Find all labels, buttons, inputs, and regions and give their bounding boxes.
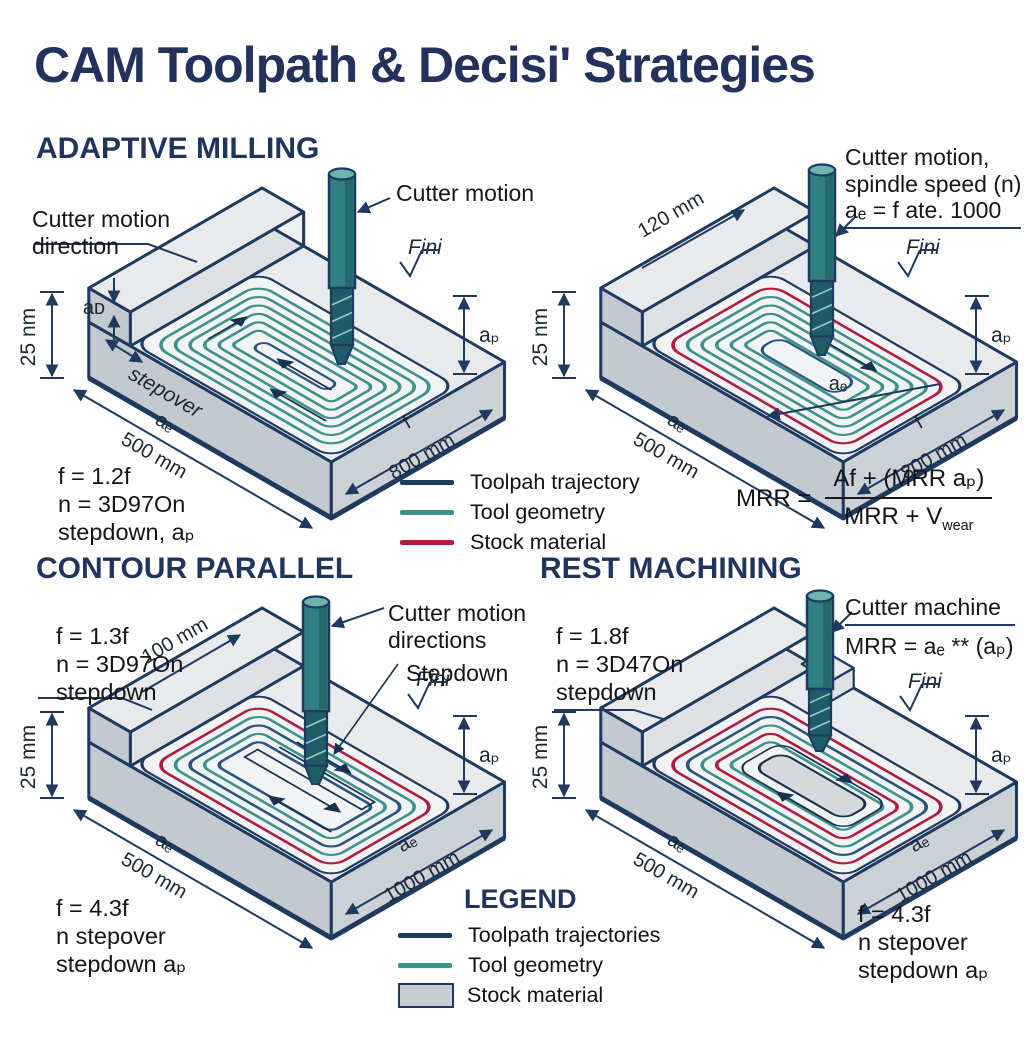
end-mill-cutter-icon xyxy=(301,595,331,785)
param-line: n = 3D97On xyxy=(56,651,184,678)
params-rest-bottom: f = 4.3f n stepover stepdown aₚ xyxy=(858,900,988,985)
label-cutter-motion-direction: Cutter motion direction xyxy=(32,206,170,259)
legend-label: Stock material xyxy=(467,983,604,1007)
formula-mrr: MRR = Af + (MRR aₚ) MRR + Vwear xyxy=(736,464,993,534)
infographic-canvas: CAM Toolpath & Decisi' Strategies ADAPTI… xyxy=(0,18,1024,1042)
label-cutter-motion-directions: Cutter motion directions xyxy=(388,600,526,653)
label-line: Cutter motion xyxy=(388,600,527,626)
formula-denominator: MRR + Vwear xyxy=(844,499,973,534)
stock-line-swatch xyxy=(400,540,454,545)
param-line: stepdown, aₚ xyxy=(58,519,195,546)
stock-ledge xyxy=(599,606,855,768)
depth-of-cut-label: aₚ xyxy=(991,744,1012,767)
params-contour-top: f = 1.3f n = 3D97On stepdown xyxy=(56,622,183,707)
params-adaptive: f = 1.2f n = 3D97On stepdown, aₚ xyxy=(58,462,195,547)
heading-contour-parallel: CONTOUR PARALLEL xyxy=(36,552,354,585)
legend-item-toolpath: Toolpah trajectory xyxy=(400,470,640,495)
mrr-formula-small: MRR = aₑ ** (aₚ) xyxy=(845,632,1014,659)
param-line: n stepover xyxy=(858,929,968,956)
param-line: f = 1.8f xyxy=(556,623,629,649)
tool-geometry-line-swatch xyxy=(398,963,452,968)
param-line: f = 1.3f xyxy=(56,623,129,649)
legend-mid: Toolpah trajectory Tool geometry Stock m… xyxy=(400,470,640,560)
legend-item-tool-geometry: Tool geometry xyxy=(400,500,640,525)
stock-material-swatch xyxy=(398,983,454,1008)
legend-item-stock: Stock material xyxy=(400,530,640,555)
label-stepdown: Stepdown xyxy=(406,660,508,687)
params-contour-bottom: f = 4.3f n stepover stepdown aₚ xyxy=(56,894,186,979)
param-line: stepdown aₚ xyxy=(56,951,187,978)
param-line: f = 4.3f xyxy=(858,901,931,927)
label-line: aₑ = f ate. 1000 xyxy=(845,197,1022,230)
label-cutter-motion-text: Cutter motion xyxy=(396,180,535,206)
legend-item-tool-geometry: Tool geometry xyxy=(398,953,660,978)
param-line: f = 1.2f xyxy=(58,463,131,489)
heading-rest-machining: REST MACHINING xyxy=(540,552,802,585)
legend-label: Toolpah trajectory xyxy=(470,470,640,494)
param-line: stepdown xyxy=(556,679,657,706)
depth-of-cut-label: aₚ xyxy=(991,324,1012,347)
heading-adaptive-milling: ADAPTIVE MILLING xyxy=(36,132,320,165)
label-line: Cutter motion, xyxy=(845,144,990,170)
label-line: direction xyxy=(32,232,119,259)
height-dimension-label: 25 mm xyxy=(529,725,552,789)
legend-title: LEGEND xyxy=(464,884,577,914)
height-dimension-label: 25 nm xyxy=(529,308,552,366)
label-cutter-motion-spindle: Cutter motion, spindle speed (n) aₑ = f … xyxy=(845,144,1022,230)
page-title: CAM Toolpath & Decisi' Strategies xyxy=(34,37,816,93)
param-line: n = 3D47On xyxy=(556,651,684,678)
end-mill-cutter-icon xyxy=(805,589,835,752)
param-line: f = 4.3f xyxy=(56,895,129,921)
finish-symbol-label: Fini xyxy=(408,236,443,259)
formula-denominator-sub: wear xyxy=(942,517,974,534)
finish-symbol-label: Fini xyxy=(908,670,943,693)
formula-lhs: MRR = xyxy=(736,484,812,512)
label-cutter-motion: Cutter motion xyxy=(396,180,534,207)
label-cutter-machine: Cutter machine MRR = aₑ ** (aₚ) xyxy=(845,594,1015,659)
legend-label: Stock material xyxy=(470,530,607,554)
depth-of-cut-label: aₚ xyxy=(479,744,500,767)
formula-numerator: Af + (MRR aₚ) xyxy=(825,464,993,499)
inner-ae-label: aₑ xyxy=(829,373,848,395)
finish-symbol-label: Fini xyxy=(906,236,941,259)
height-dimension-label: 25 mm xyxy=(17,725,40,789)
label-line: Cutter machine xyxy=(845,594,1015,626)
label-line: Cutter motion xyxy=(32,206,171,232)
legend-item-stock: Stock material xyxy=(398,983,660,1008)
param-line: stepdown xyxy=(56,679,157,706)
label-line: directions xyxy=(388,626,487,653)
toolpath-line-swatch xyxy=(400,480,454,485)
end-mill-cutter-icon xyxy=(327,167,357,365)
height-dimension-label: 25 nm xyxy=(17,308,40,366)
legend-label: Tool geometry xyxy=(468,953,604,977)
stepdown-depth-label: aᴅ xyxy=(83,297,105,319)
label-stepdown-text: Stepdown xyxy=(406,660,509,686)
param-line: n stepover xyxy=(56,923,166,950)
label-line: spindle speed (n) xyxy=(845,170,1022,197)
finish-symbol-label: Fini xyxy=(416,668,451,691)
tool-geometry-line-swatch xyxy=(400,510,454,515)
legend-bottom: LEGEND Toolpath trajectories Tool geomet… xyxy=(398,884,660,1013)
formula-denominator-main: MRR + V xyxy=(844,503,943,530)
depth-of-cut-label: aₚ xyxy=(479,324,500,347)
toolpath-line-swatch xyxy=(398,933,452,938)
legend-label: Toolpath trajectories xyxy=(468,923,661,947)
params-rest-top: f = 1.8f n = 3D47On stepdown xyxy=(556,622,683,707)
legend-item-toolpath: Toolpath trajectories xyxy=(398,923,660,948)
param-line: stepdown aₚ xyxy=(858,957,989,984)
param-line: n = 3D97On xyxy=(58,491,186,518)
legend-label: Tool geometry xyxy=(470,500,606,524)
end-mill-cutter-icon xyxy=(807,163,837,356)
formula-fraction: Af + (MRR aₚ) MRR + Vwear xyxy=(825,464,993,534)
